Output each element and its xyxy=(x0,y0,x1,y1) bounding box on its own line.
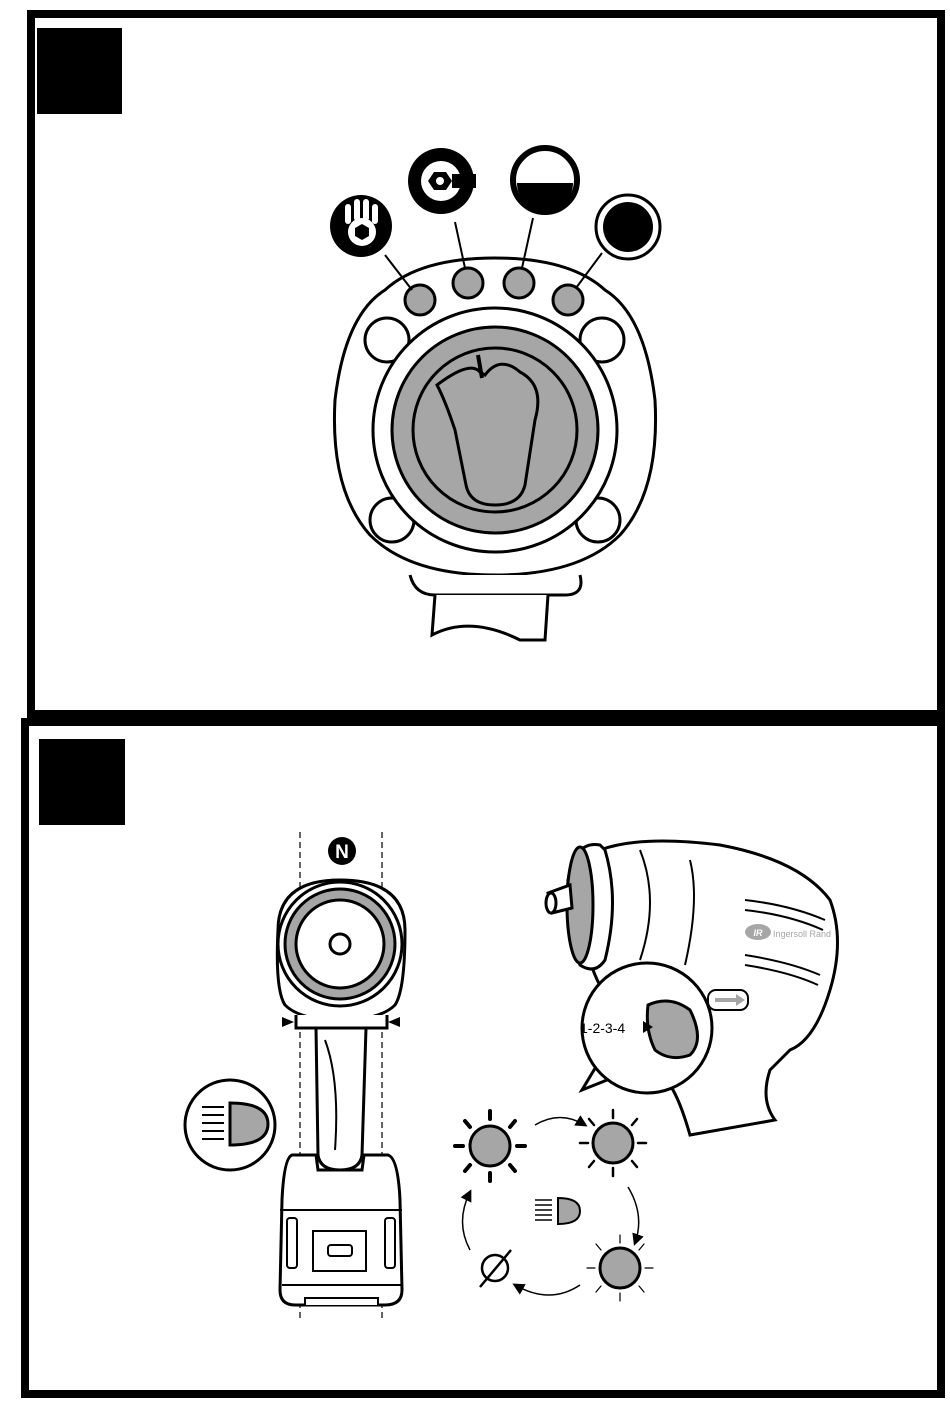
tool-front-view xyxy=(277,880,405,1305)
no-light-icon xyxy=(480,1250,511,1287)
right-align-arrow-icon xyxy=(388,1017,400,1027)
led-sequence-label: 1-2-3-4 xyxy=(580,1020,625,1036)
half-circle-icon xyxy=(513,148,577,212)
mode-led-3 xyxy=(504,268,534,298)
svg-text:Ingersoll Rand: Ingersoll Rand xyxy=(773,929,831,939)
mode-led-4 xyxy=(553,285,583,315)
trigger-button[interactable] xyxy=(647,1001,697,1058)
headlight-callout xyxy=(185,1080,275,1170)
svg-text:IR: IR xyxy=(754,928,764,938)
bulb-dim xyxy=(587,1235,653,1301)
full-circle-icon xyxy=(596,195,660,259)
tool-rear-view xyxy=(334,218,655,640)
nut-wrench-icon xyxy=(408,148,476,214)
mode-led-2 xyxy=(453,268,483,298)
light-cycle-diagram xyxy=(455,1110,653,1301)
hand-nut-icon xyxy=(330,195,392,257)
bulb-bright xyxy=(455,1111,525,1181)
neutral-badge: N xyxy=(328,837,356,865)
svg-text:N: N xyxy=(335,842,349,863)
mode-led-1 xyxy=(405,285,435,315)
left-align-arrow-icon xyxy=(282,1017,294,1027)
bulb-medium xyxy=(580,1110,646,1176)
headlight-icon-small xyxy=(535,1198,580,1224)
trigger-callout: 1-2-3-4 xyxy=(580,963,712,1093)
